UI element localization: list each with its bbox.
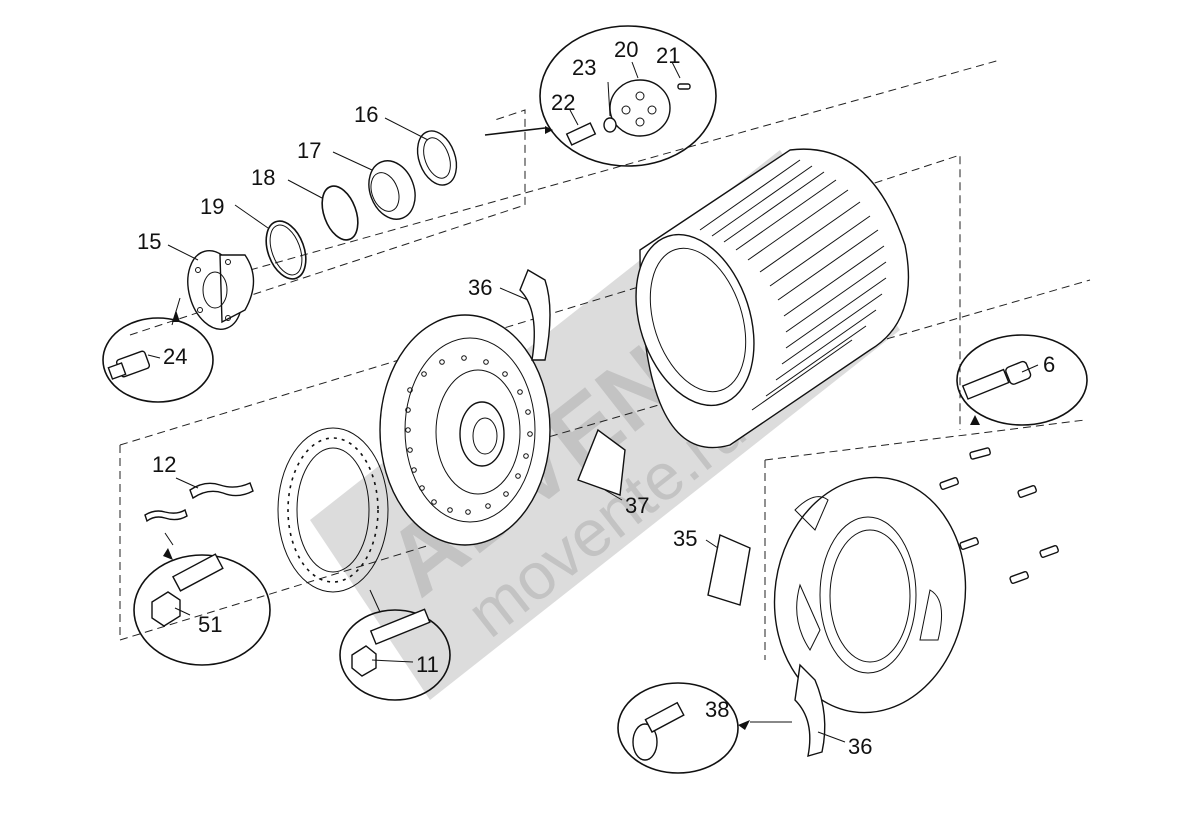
callout-23: 23 [572, 55, 596, 80]
callout-11: 11 [416, 652, 439, 677]
callout-17: 17 [297, 138, 321, 163]
detail-balloon-bolt-51 [133, 548, 271, 666]
callout-19: 19 [200, 194, 224, 219]
callout-15: 15 [137, 229, 161, 254]
bolt-ring [277, 427, 389, 593]
pad-36-bottom [794, 663, 826, 757]
back-plate-outer [773, 476, 967, 714]
pad-35 [707, 534, 751, 606]
bolt-11-head [351, 645, 377, 677]
detail-balloon-plug [102, 310, 214, 403]
hex-bolt-head [151, 591, 181, 627]
detail-balloon-bolt-6 [956, 334, 1088, 460]
brake-pads [519, 268, 826, 757]
callout-36-top: 36 [468, 275, 492, 300]
hub-assembly [171, 130, 458, 330]
callout-22: 22 [551, 90, 575, 115]
callout-6: 6 [1043, 352, 1055, 377]
hex-bolt-shank [172, 553, 224, 592]
callout-21: 21 [656, 43, 680, 68]
pad-37 [577, 428, 626, 496]
back-plate [773, 476, 967, 714]
pad-36-top [519, 268, 551, 361]
detail-balloon-bolt-11 [339, 589, 451, 701]
callout-labels: 6 11 12 15 16 17 18 19 20 21 22 23 24 35… [137, 37, 1055, 759]
brake-disc [379, 314, 551, 546]
o-ring [265, 220, 307, 280]
callout-20: 20 [614, 37, 638, 62]
countersunk-screw-head [632, 723, 658, 761]
callout-36-bottom: 36 [848, 734, 872, 759]
callout-37: 37 [625, 493, 649, 518]
callout-16: 16 [354, 102, 378, 127]
bolt-6-shank [961, 368, 1010, 400]
drum-fins [699, 159, 887, 411]
callout-38: 38 [705, 697, 729, 722]
seal-ring [416, 130, 458, 186]
segment-clips [144, 482, 254, 546]
bolt-11-shank [369, 608, 431, 645]
callout-12: 12 [152, 452, 176, 477]
drum-cylinder [635, 148, 910, 449]
callout-35: 35 [673, 526, 697, 551]
washer [603, 117, 617, 133]
bearing [368, 160, 416, 220]
callout-18: 18 [251, 165, 275, 190]
snap-ring [321, 185, 359, 241]
bolt-22 [565, 122, 597, 146]
drum-open-end [635, 233, 755, 407]
countersunk-screw-shank [644, 701, 685, 733]
loose-bolts [939, 476, 1059, 584]
leader-lines [147, 61, 1039, 743]
detail-balloon-screw-38 [617, 682, 792, 774]
cover-plate [609, 79, 671, 137]
pin [677, 83, 691, 90]
callout-24: 24 [163, 344, 187, 369]
detail-balloon-cover-plate [484, 25, 717, 167]
callout-51: 51 [198, 612, 222, 637]
